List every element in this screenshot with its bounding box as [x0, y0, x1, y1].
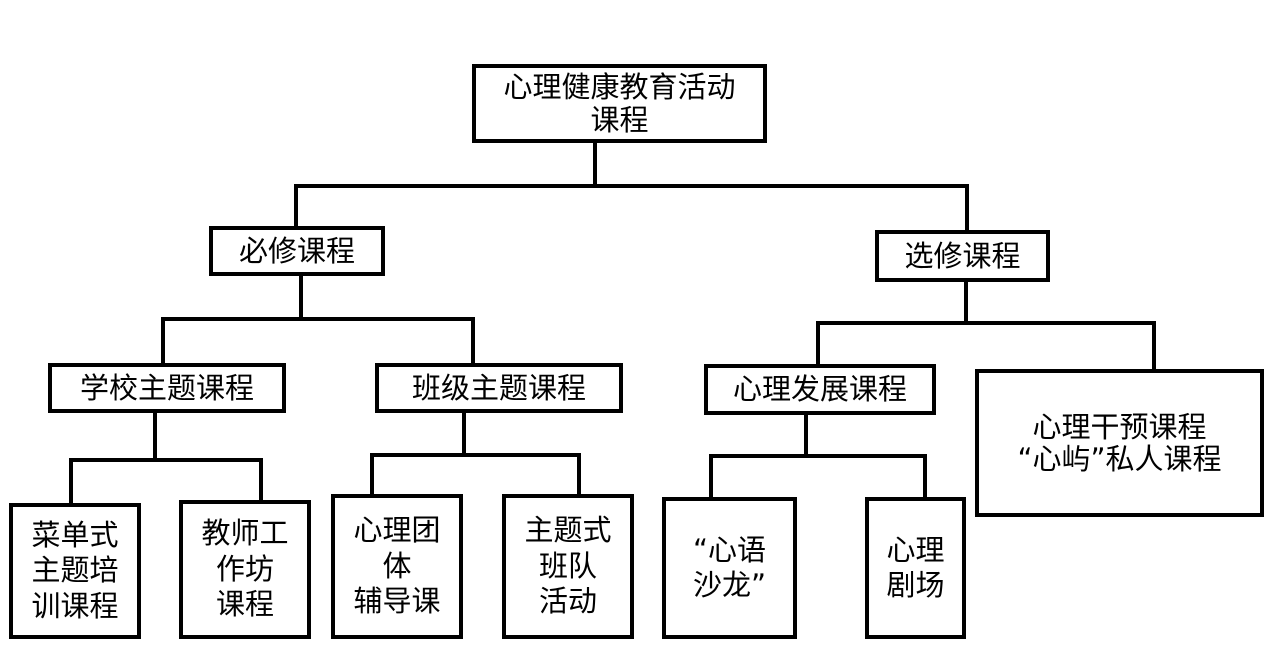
heart-salon-node: “心语 沙龙” — [662, 497, 797, 639]
group-counseling-line-3: 辅导课 — [353, 584, 441, 619]
teacher-workshop-line-3: 课程 — [215, 587, 274, 622]
connector-root-to-level1 — [294, 184, 969, 230]
psych-intervention-line-2: “心屿”私人课程 — [1017, 442, 1222, 476]
connector-development-to-leaves — [709, 454, 927, 497]
psych-intervention-line-1: 心理干预课程 — [1032, 409, 1207, 444]
menu-theme-training-node: 菜单式 主题培 训课程 — [9, 503, 141, 639]
elective-course-label: 选修课程 — [904, 238, 1021, 273]
connector-school-to-leaves — [69, 458, 263, 503]
theme-team-activity-line-3: 活动 — [538, 584, 597, 619]
teacher-workshop-line-2: 作坊 — [215, 551, 274, 586]
menu-theme-training-line-1: 菜单式 — [31, 517, 119, 552]
teacher-workshop-node: 教师工 作坊 课程 — [179, 500, 311, 639]
psych-theater-line-2: 剧场 — [886, 568, 945, 602]
connector-class-to-leaves — [370, 453, 581, 494]
theme-team-activity-node: 主题式 班队 活动 — [502, 494, 634, 639]
theme-team-activity-line-2: 班队 — [538, 548, 597, 583]
heart-salon-line-2: 沙龙” — [692, 568, 767, 602]
group-counseling-line-2: 体 — [382, 548, 412, 583]
menu-theme-training-line-3: 训课程 — [31, 588, 119, 623]
root-node-line-2: 课程 — [590, 102, 649, 137]
psych-development-course-label: 心理发展课程 — [732, 372, 907, 407]
class-theme-course-node: 班级主题课程 — [375, 363, 623, 413]
psych-theater-node: 心理 剧场 — [865, 497, 966, 639]
teacher-workshop-line-1: 教师工 — [201, 516, 289, 551]
theme-team-activity-line-1: 主题式 — [524, 513, 612, 548]
psych-intervention-course-node: 心理干预课程 “心屿”私人课程 — [975, 369, 1264, 517]
group-counseling-node: 心理团 体 辅导课 — [331, 494, 463, 639]
root-node-psych-health-course: 心理健康教育活动 课程 — [472, 64, 767, 143]
required-course-node: 必修课程 — [209, 226, 385, 276]
required-course-label: 必修课程 — [238, 233, 355, 268]
root-node-line-1: 心理健康教育活动 — [503, 70, 736, 105]
menu-theme-training-line-2: 主题培 — [31, 553, 119, 588]
elective-course-node: 选修课程 — [875, 230, 1050, 282]
psych-theater-line-1: 心理 — [886, 532, 945, 567]
connector-elective-to-children — [816, 321, 1156, 369]
connector-required-to-children — [161, 317, 475, 363]
heart-salon-line-1: “心语 — [692, 532, 767, 567]
group-counseling-line-1: 心理团 — [353, 513, 441, 548]
psych-development-course-node: 心理发展课程 — [704, 364, 936, 415]
school-theme-course-node: 学校主题课程 — [48, 363, 286, 413]
school-theme-course-label: 学校主题课程 — [79, 370, 254, 405]
class-theme-course-label: 班级主题课程 — [411, 370, 586, 405]
